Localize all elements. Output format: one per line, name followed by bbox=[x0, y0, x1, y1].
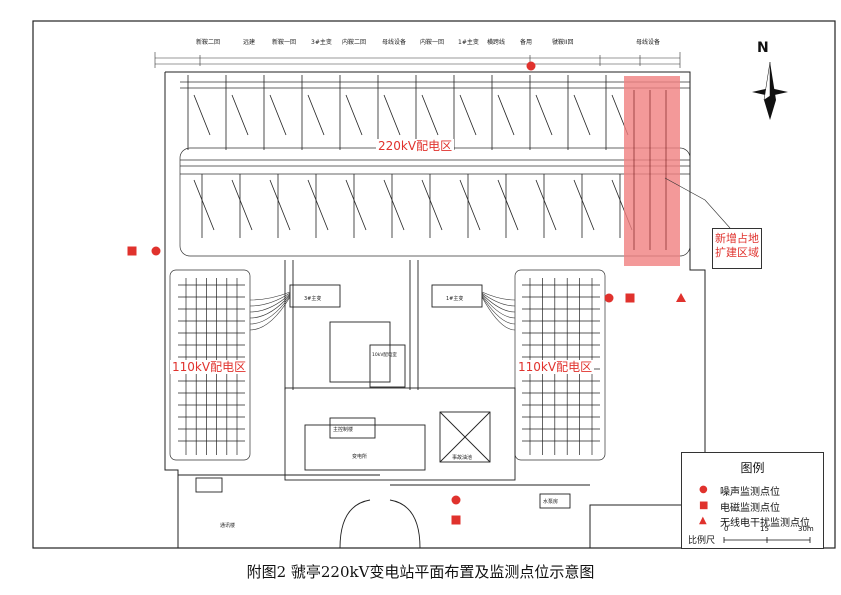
cable-fans bbox=[249, 291, 516, 331]
bays-220kv bbox=[187, 75, 633, 238]
cable-line bbox=[249, 292, 291, 307]
label-xfmr-a: 3#主变 bbox=[304, 295, 321, 302]
cable-line bbox=[249, 294, 291, 319]
bay-diagonal bbox=[383, 179, 405, 231]
bay-diagonal bbox=[269, 179, 291, 231]
em-point-marker bbox=[451, 515, 461, 525]
bay-diagonal bbox=[307, 94, 325, 136]
expansion-zone-bays bbox=[633, 90, 667, 250]
bay-diagonal bbox=[269, 94, 287, 136]
yard-110kv-right bbox=[514, 269, 606, 461]
callout-line-1: 新增占地 bbox=[715, 232, 759, 245]
radio-point-marker bbox=[676, 293, 686, 302]
figure-caption: 附图2 虢亭220kV变电站平面布置及监测点位示意图 bbox=[246, 563, 595, 581]
legend-scale-label: 比例尺 bbox=[688, 536, 716, 546]
legend-circle-icon: ● bbox=[699, 484, 708, 495]
bay-diagonal bbox=[421, 94, 439, 136]
cable-line bbox=[481, 296, 516, 331]
top-dimension-lines bbox=[154, 52, 681, 68]
callout-leader bbox=[664, 177, 731, 229]
top-bay-label: 3#主变 bbox=[311, 39, 332, 46]
noise-point-marker bbox=[604, 293, 614, 303]
north-label: N bbox=[757, 40, 769, 56]
top-bay-label: 新鞍二回 bbox=[196, 39, 221, 46]
noise-point-marker bbox=[451, 495, 461, 505]
cable-line bbox=[249, 291, 291, 301]
north-arrow-icon bbox=[752, 61, 788, 120]
cable-line bbox=[481, 293, 516, 313]
yard-220kv bbox=[179, 81, 691, 257]
em-point-marker bbox=[127, 246, 137, 256]
scale-bar bbox=[723, 537, 811, 543]
legend: 图例 ● 噪声监测点位 ■ 电磁监测点位 ▲ 无线电干扰监测点位 比例尺 0 1… bbox=[681, 452, 824, 549]
legend-square-icon: ■ bbox=[699, 500, 709, 511]
bay-diagonal bbox=[345, 179, 367, 231]
label-cap: 10kV配电室 bbox=[372, 351, 397, 358]
top-bay-label: 新鞍一回 bbox=[272, 39, 297, 46]
cable-line bbox=[481, 294, 516, 319]
noise-point-marker bbox=[151, 246, 161, 256]
bay-diagonal bbox=[459, 94, 477, 136]
bay-diagonal bbox=[345, 94, 363, 136]
scale-tick-30: 30m bbox=[798, 525, 814, 533]
legend-item-em: 电磁监测点位 bbox=[720, 503, 780, 514]
scale-tick-15: 15 bbox=[760, 525, 769, 533]
scale-tick-0: 0 bbox=[724, 525, 729, 533]
bay-diagonal bbox=[231, 94, 249, 136]
cable-line bbox=[481, 292, 516, 307]
legend-item-noise: 噪声监测点位 bbox=[720, 487, 780, 498]
label-xfmr-b: 1#主变 bbox=[446, 295, 463, 302]
bay-diagonal bbox=[573, 179, 595, 231]
bay-diagonal bbox=[573, 94, 591, 136]
label-main-control: 主控制楼 bbox=[333, 426, 353, 433]
top-bay-label: 1#主变 bbox=[458, 39, 479, 46]
cable-line bbox=[249, 293, 291, 313]
label-comm: 通讯楼 bbox=[220, 522, 235, 529]
top-bay-label: 内鞍一回 bbox=[420, 39, 445, 46]
bay-diagonal bbox=[383, 94, 401, 136]
legend-item-radio: 无线电干扰监测点位 bbox=[720, 518, 810, 529]
expansion-callout: 新增占地 扩建区域 bbox=[712, 228, 762, 269]
label-box: 水泵房 bbox=[543, 498, 558, 505]
expansion-zone-highlight bbox=[624, 76, 680, 266]
top-bay-label: 内鞍二回 bbox=[342, 39, 367, 46]
bay-diagonal bbox=[421, 179, 443, 231]
center-buildings bbox=[195, 260, 571, 549]
bay-diagonal bbox=[535, 94, 553, 136]
top-bay-label: 远建 bbox=[243, 39, 256, 46]
bay-diagonal bbox=[231, 179, 253, 231]
cable-line bbox=[481, 295, 516, 325]
bay-diagonal bbox=[193, 179, 215, 231]
top-bay-label: 横跨线 bbox=[487, 39, 506, 46]
cable-line bbox=[481, 291, 516, 301]
noise-point-marker bbox=[526, 61, 536, 71]
bay-diagonal bbox=[535, 179, 557, 231]
label-accident-pool: 事故油池 bbox=[452, 454, 472, 461]
site-boundary bbox=[164, 71, 706, 548]
legend-title: 图例 bbox=[740, 461, 765, 475]
top-bay-label: 虢鞍II回 bbox=[552, 39, 574, 46]
bay-diagonal bbox=[497, 179, 519, 231]
top-bay-label: 母线设备 bbox=[382, 39, 407, 46]
top-bay-label: 备用 bbox=[520, 39, 533, 46]
monitoring-markers bbox=[127, 61, 686, 525]
legend-triangle-icon: ▲ bbox=[699, 515, 707, 526]
bay-diagonal bbox=[459, 179, 481, 231]
top-bay-label: 母线设备 bbox=[636, 39, 661, 46]
drawing-frame bbox=[32, 20, 836, 549]
callout-line-2: 扩建区域 bbox=[715, 246, 759, 259]
cable-line bbox=[249, 296, 291, 331]
em-point-marker bbox=[625, 293, 635, 303]
bay-diagonal bbox=[193, 94, 211, 136]
label-substation: 变电所 bbox=[352, 453, 367, 460]
bay-diagonal bbox=[307, 179, 329, 231]
zone-label-220kv: 220kV配电区 bbox=[376, 139, 455, 153]
bay-diagonal bbox=[497, 94, 515, 136]
cable-line bbox=[249, 295, 291, 325]
zone-label-110kv-left: 110kV配电区 bbox=[170, 360, 249, 374]
zone-label-110kv-right: 110kV配电区 bbox=[516, 360, 595, 374]
